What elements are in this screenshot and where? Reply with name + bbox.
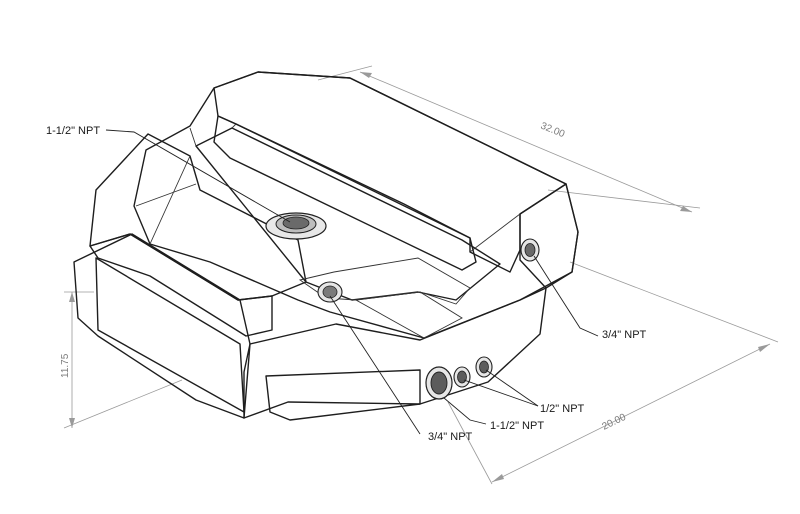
leader-lines — [105, 129, 599, 435]
dimension-length: 32.00 — [539, 121, 567, 141]
front-small-fitting-2 — [475, 356, 493, 378]
dimension-width: 20.00 — [600, 412, 628, 433]
rear-right-face — [519, 183, 579, 289]
dimension-height: 11.75 — [60, 353, 71, 378]
callout-front-large-port: 1-1/2" NPT — [490, 420, 544, 432]
left-lower-block — [73, 233, 251, 419]
front-left-fitting — [317, 281, 343, 303]
front-small-fitting-1 — [453, 366, 471, 388]
callout-top-port: 1-1/2" NPT — [46, 125, 100, 137]
callout-front-left-port: 3/4" NPT — [428, 431, 473, 443]
front-bottom-face — [243, 287, 547, 419]
rear-ridge-side — [213, 71, 567, 273]
callout-right-port: 3/4" NPT — [602, 329, 647, 341]
top-fitting — [265, 212, 327, 240]
front-plinth — [265, 369, 421, 421]
left-step-face — [89, 233, 273, 337]
front-large-fitting — [425, 366, 453, 400]
rear-ridge-face — [213, 115, 477, 271]
dimension-lines — [63, 65, 779, 485]
right-fitting — [520, 238, 540, 262]
left-lower-shade — [95, 257, 245, 413]
fuel-tank-body — [73, 71, 579, 421]
tank-top-surface — [133, 71, 579, 339]
center-channel — [195, 127, 501, 301]
callout-front-small-ports: 1/2" NPT — [540, 403, 585, 415]
